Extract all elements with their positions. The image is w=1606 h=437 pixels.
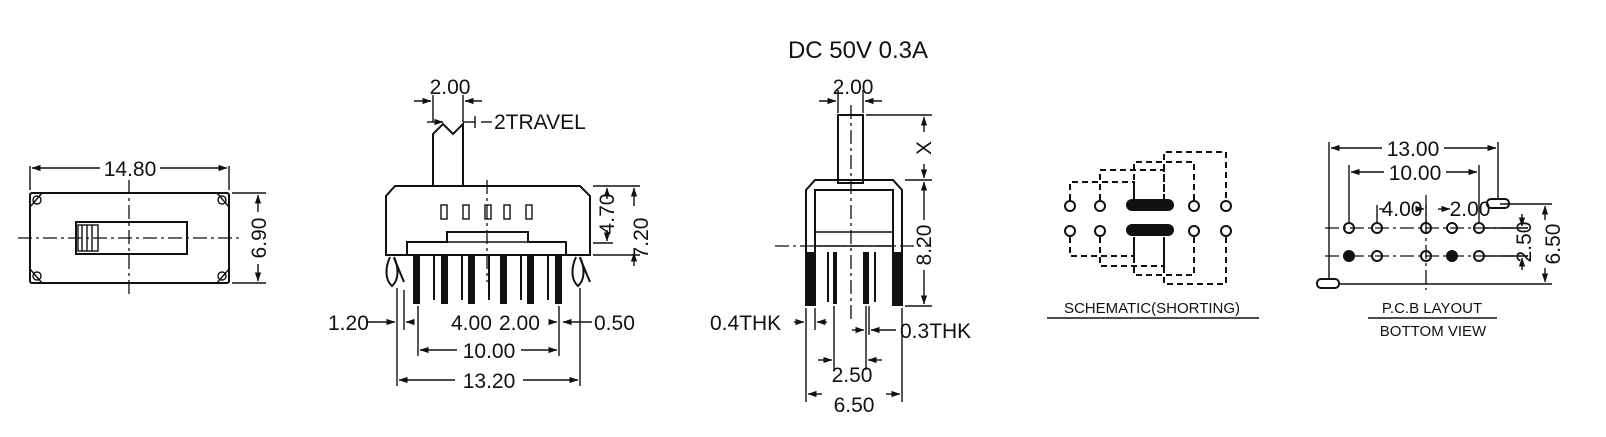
pcb-holes bbox=[1343, 222, 1485, 262]
front-knob bbox=[432, 121, 464, 185]
side-knob-width-label: 2.00 bbox=[833, 76, 874, 99]
side-width-label: 6.50 bbox=[834, 394, 875, 417]
side-leg-thickness-label: 0.4THK bbox=[710, 312, 781, 335]
front-body-height-label: 4.70 bbox=[596, 194, 619, 235]
front-edge-offset-label: 1.20 bbox=[328, 312, 369, 335]
top-width-label: 14.80 bbox=[104, 158, 157, 181]
front-body bbox=[385, 185, 591, 256]
pcb-mount-slot-bottom bbox=[1316, 278, 1340, 289]
pcb-caption-line1: P.C.B LAYOUT bbox=[1382, 300, 1482, 317]
schematic-caption: SCHEMATIC(SHORTING) bbox=[1064, 300, 1240, 317]
pcb-layout: 13.00 10.00 4.00 2.00 2.50 6.50 P.C.B LA… bbox=[1316, 138, 1565, 340]
pcb-pitch-small-label: 2.00 bbox=[1450, 198, 1491, 221]
side-body bbox=[805, 179, 903, 306]
pcb-caption-line2: BOTTOM VIEW bbox=[1380, 323, 1487, 340]
front-pins bbox=[413, 256, 562, 304]
top-view-actuator bbox=[75, 221, 188, 255]
top-height-label: 6.90 bbox=[248, 218, 271, 259]
front-knob-width-label: 2.00 bbox=[430, 76, 471, 99]
rating-label: DC 50V 0.3A bbox=[788, 37, 928, 64]
pcb-row-spacing-label: 2.50 bbox=[1513, 222, 1536, 263]
side-pin-spacing-label: 2.50 bbox=[832, 364, 873, 387]
side-pin-thickness-label: 0.3THK bbox=[900, 320, 971, 343]
schematic-contact-top bbox=[1126, 199, 1174, 211]
top-view: 14.80 6.90 bbox=[18, 158, 271, 296]
side-view: 2.00 X 8.20 0.4THK 0.3THK 2.50 6.50 bbox=[710, 76, 971, 417]
front-view: 2.00 2TRAVEL 4.70 7.20 1.20 4.00 2.00 0.… bbox=[328, 76, 653, 393]
front-pin-pitch-label: 4.00 bbox=[451, 312, 492, 335]
travel-label: 2TRAVEL bbox=[494, 111, 586, 134]
front-pin-span-label: 10.00 bbox=[463, 340, 516, 363]
front-pin-width-label: 0.50 bbox=[594, 312, 635, 335]
pcb-height-label: 6.50 bbox=[1542, 224, 1565, 265]
front-overall-width-label: 13.20 bbox=[463, 370, 516, 393]
side-height-label: 8.20 bbox=[913, 225, 936, 266]
front-total-height-label: 7.20 bbox=[630, 218, 653, 259]
front-pin-pitch-small-label: 2.00 bbox=[499, 312, 540, 335]
side-knob-height-label: X bbox=[913, 141, 936, 155]
pcb-pitch-label: 4.00 bbox=[1382, 198, 1423, 221]
schematic-contact-bottom bbox=[1126, 224, 1174, 236]
schematic: SCHEMATIC(SHORTING) bbox=[1047, 151, 1259, 319]
pcb-span-label: 10.00 bbox=[1389, 162, 1442, 185]
pcb-overall-label: 13.00 bbox=[1387, 138, 1440, 161]
